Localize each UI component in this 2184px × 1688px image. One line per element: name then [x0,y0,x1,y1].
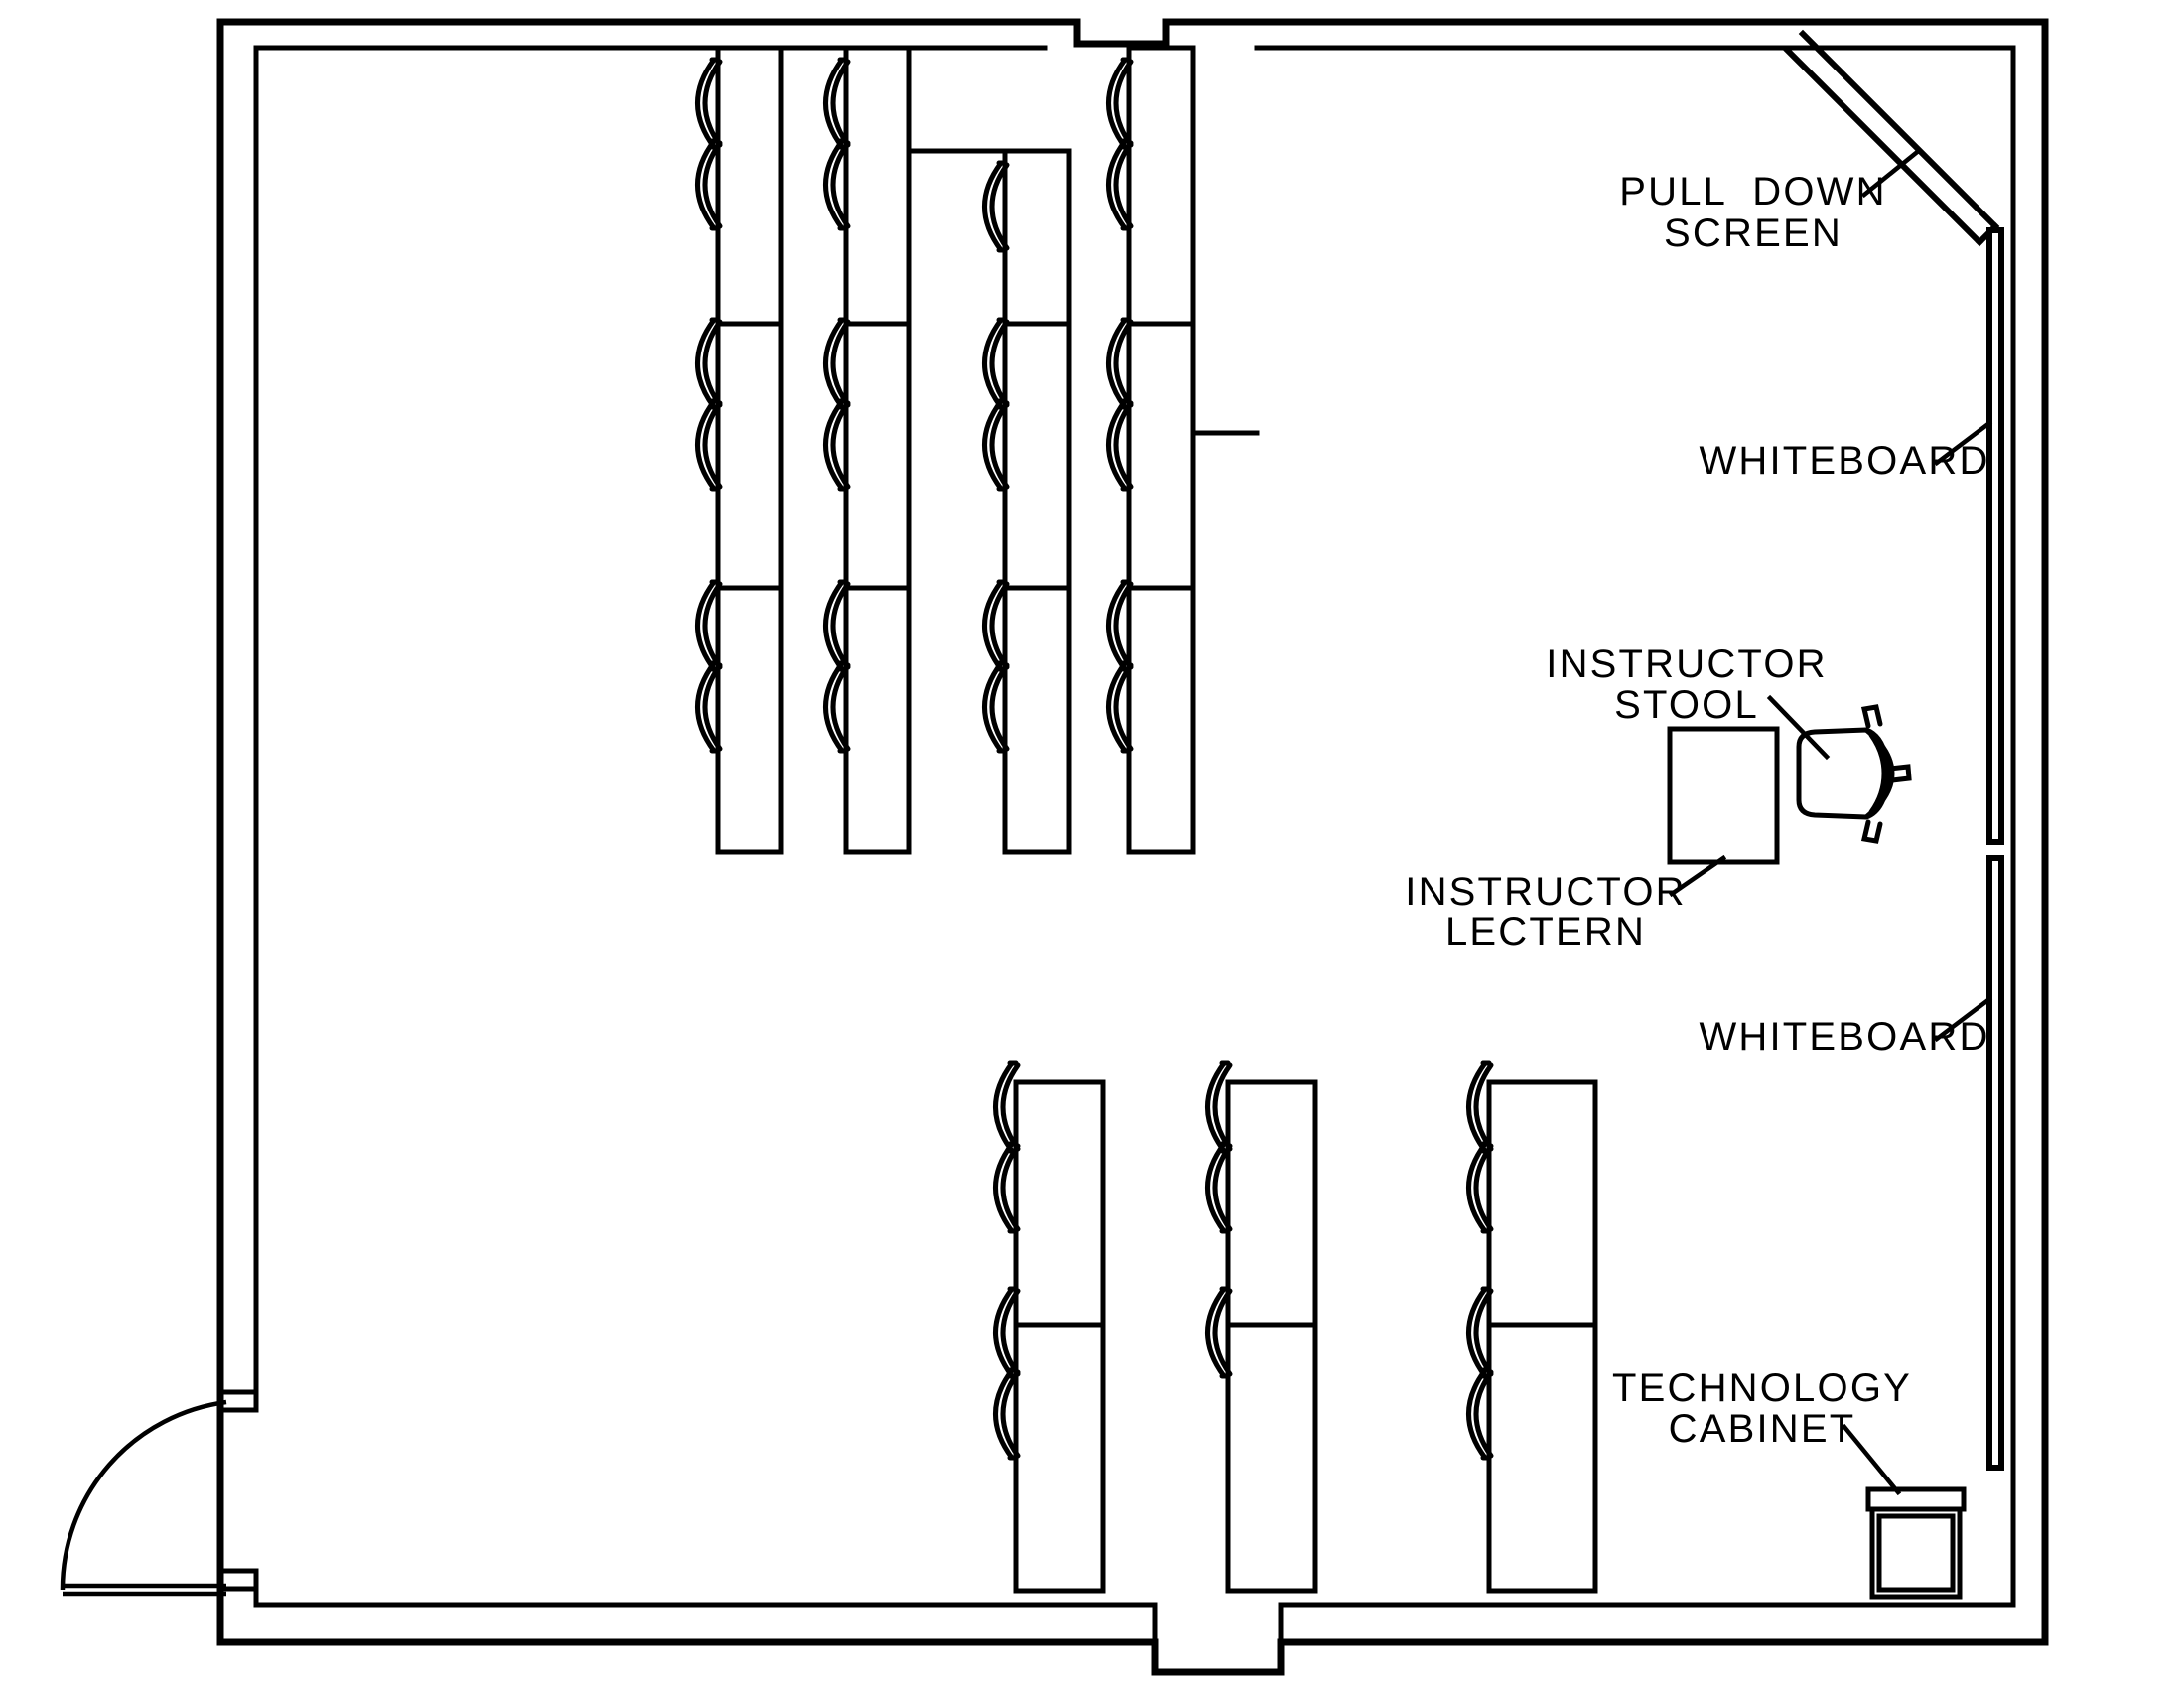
chair-6[interactable] [1106,660,1134,754]
chair-4[interactable] [823,398,851,492]
table-top[interactable] [1225,1322,1318,1594]
room-walls [60,18,2049,1676]
chair-1[interactable] [695,57,723,150]
chair-3[interactable] [1205,1286,1233,1379]
table-top[interactable] [715,321,784,591]
leader-whiteboard-upper [1933,419,1993,467]
table-top[interactable] [1126,45,1196,327]
table-top[interactable] [1486,1322,1598,1594]
table-top[interactable] [843,585,912,855]
table-top[interactable] [843,321,912,591]
door-jamb-lower [223,1568,259,1592]
chair-3[interactable] [982,398,1010,492]
chair-3[interactable] [823,317,851,410]
table-top[interactable] [1486,1079,1598,1328]
table-top[interactable] [1002,321,1072,591]
table-top[interactable] [1002,148,1072,327]
chair-5[interactable] [982,660,1010,754]
table-top[interactable] [1002,585,1072,855]
table-top[interactable] [1013,1079,1106,1328]
leader-instructor-lectern [1668,854,1727,898]
instructor-lectern-fixture[interactable] [1667,726,1780,865]
chair-1[interactable] [982,160,1010,253]
front-column-2 [823,45,912,855]
front-column-1 [695,45,784,855]
table-top[interactable] [715,45,784,327]
front-column-3 [982,148,1072,855]
chair-4[interactable] [993,1367,1021,1461]
chair-2[interactable] [695,138,723,231]
technology-cabinet-fixture[interactable] [1865,1486,1967,1600]
inner-wall-bottom [253,1602,2016,1645]
label-instructor-lectern-line1: INSTRUCTOR [1405,870,1686,914]
table-top[interactable] [1225,1079,1318,1328]
chair-2[interactable] [1466,1141,1494,1234]
chair-4[interactable] [1106,398,1134,492]
instructor-stool-fixture[interactable] [1796,704,1912,844]
door-leaf [63,1583,226,1597]
label-pull-down-screen-line1: PULL DOWN [1619,170,1886,213]
plan-annotations: PULL DOWN SCREEN WHITEBOARD INSTRUCTOR S… [1405,170,1989,1451]
leader-pull-down-screen [1860,149,1920,199]
whiteboard-upper-fixture[interactable] [1986,227,2004,845]
chair-3[interactable] [1466,1286,1494,1379]
rear-table-cluster [993,1060,1598,1594]
chair-6[interactable] [695,660,723,754]
table-top[interactable] [1126,321,1196,591]
instructor-area [1667,704,1912,865]
leader-instructor-stool [1766,694,1831,761]
chair-6[interactable] [823,660,851,754]
chair-2[interactable] [993,1141,1021,1234]
leader-lines [1668,149,1993,1496]
label-technology-cabinet-line2: CABINET [1669,1407,1856,1451]
rear-column-1 [993,1060,1106,1594]
table-top[interactable] [843,45,912,327]
table-top[interactable] [1126,585,1196,855]
front-column-4 [1106,45,1196,855]
door-swing-arc [60,1399,227,1591]
chair-4[interactable] [695,398,723,492]
chair-2[interactable] [823,138,851,231]
label-instructor-stool-line1: INSTRUCTOR [1546,642,1827,686]
chair-2[interactable] [1106,138,1134,231]
door-jamb-upper [223,1389,259,1413]
chair-2[interactable] [1205,1141,1233,1234]
rear-column-2 [1205,1060,1318,1594]
label-whiteboard-lower: WHITEBOARD [1699,1015,1989,1058]
label-whiteboard-upper: WHITEBOARD [1699,439,1989,483]
label-instructor-lectern-line2: LECTERN [1445,911,1646,954]
front-table-cluster [253,45,2016,855]
table-top[interactable] [1013,1322,1106,1594]
label-pull-down-screen-line2: SCREEN [1664,211,1843,255]
chair-4[interactable] [1466,1367,1494,1461]
rear-column-3 [1466,1060,1598,1594]
leader-technology-cabinet [1841,1423,1902,1496]
table-top[interactable] [715,585,784,855]
label-instructor-stool-line2: STOOL [1614,683,1759,727]
whiteboard-lower-fixture[interactable] [1986,855,2004,1471]
wall-fixtures [1782,29,2004,1471]
leader-whiteboard-lower [1933,995,1993,1043]
label-technology-cabinet-line1: TECHNOLOGY [1612,1366,1912,1410]
outer-wall-path [216,18,2049,1676]
